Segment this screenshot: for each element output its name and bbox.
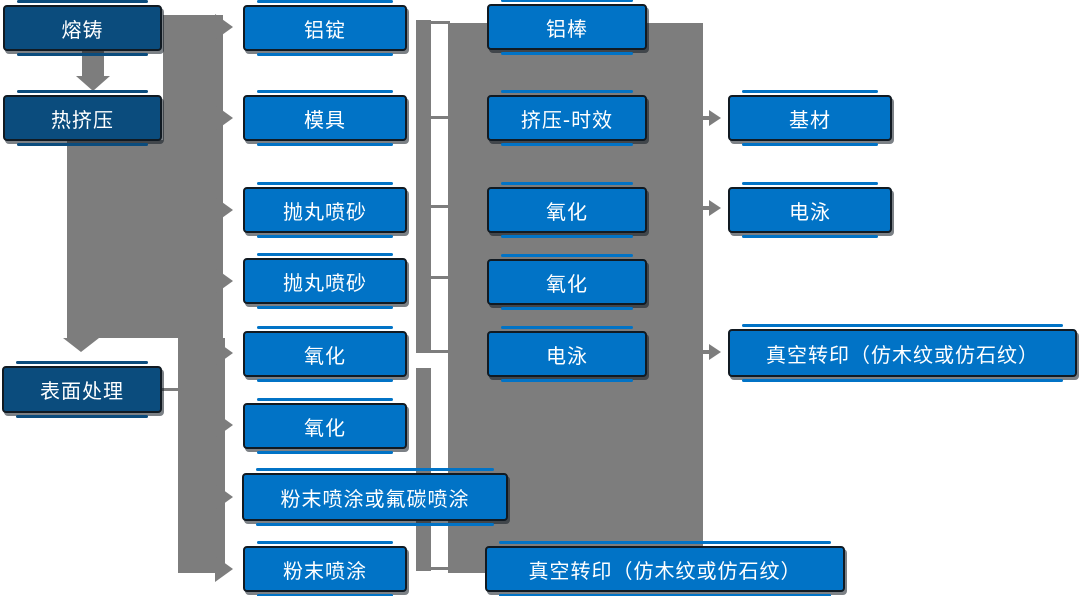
node-vacuum-transfer-2: 真空转印（仿木纹或仿石纹） <box>728 324 1077 382</box>
arrowhead-powder-fluorocarbon <box>215 484 233 510</box>
node-hot-extrusion: 热挤压 <box>3 90 162 146</box>
node-aluminum-rod: 铝棒 <box>487 0 647 55</box>
node-powder-fluorocarbon-coating: 粉末喷涂或氟碳喷涂 <box>242 468 508 526</box>
node-oxidation-4: 氧化 <box>487 254 647 310</box>
node-electrophoresis-2: 电泳 <box>728 182 892 238</box>
mid-line-row3 <box>430 205 450 208</box>
arrowhead-powder-coating <box>215 556 233 582</box>
node-base-material: 基材 <box>728 90 892 146</box>
mid-line-row1 <box>430 21 450 24</box>
node-vacuum-transfer-1: 真空转印（仿木纹或仿石纹） <box>485 541 845 596</box>
node-oxidation-2: 氧化 <box>243 398 407 454</box>
node-melt-casting: 熔铸 <box>3 0 162 56</box>
node-oxidation-1: 氧化 <box>243 326 407 382</box>
node-oxidation-3: 氧化 <box>487 182 647 238</box>
mid-line-row5 <box>430 350 450 353</box>
big-mass <box>67 140 223 338</box>
down-band-melt-to-hot <box>82 50 104 77</box>
node-powder-coating: 粉末喷涂 <box>243 541 407 596</box>
stem-base-material <box>703 116 710 120</box>
mid-line-row4 <box>430 276 450 279</box>
arrowhead-oxidation-2 <box>215 412 233 438</box>
arrowhead-aluminum-ingot <box>215 14 233 40</box>
node-aluminum-ingot: 铝锭 <box>243 0 407 56</box>
band-top-right <box>163 15 223 140</box>
arrowhead-down-surface-treatment <box>63 338 99 352</box>
arrowhead-base-material <box>709 110 721 126</box>
line-surface-to-band <box>162 388 182 391</box>
node-electrophoresis-1: 电泳 <box>487 326 647 382</box>
arrowhead-shot-blasting-2 <box>215 268 233 294</box>
stem-vacuum-transfer-2 <box>703 350 710 354</box>
node-extrusion-aging: 挤压-时效 <box>487 90 647 146</box>
mid-bar-upper <box>416 20 431 353</box>
mid-line-row2 <box>430 116 450 119</box>
node-shot-blasting-1: 抛丸喷砂 <box>243 182 407 238</box>
arrowhead-mold <box>215 105 233 131</box>
arrowhead-vacuum-transfer-2 <box>709 344 721 360</box>
node-shot-blasting-2: 抛丸喷砂 <box>243 253 407 309</box>
arrowhead-electrophoresis-2 <box>709 200 721 216</box>
arrowhead-down-hot-extrusion <box>76 76 110 91</box>
node-mold: 模具 <box>243 90 407 146</box>
arrowhead-oxidation-1 <box>215 340 233 366</box>
arrowhead-shot-blasting-1 <box>215 197 233 223</box>
mid-line-row8 <box>430 567 450 570</box>
node-surface-treatment: 表面处理 <box>2 361 162 418</box>
long-band-left <box>178 338 225 573</box>
stem-electrophoresis-2 <box>703 206 710 210</box>
